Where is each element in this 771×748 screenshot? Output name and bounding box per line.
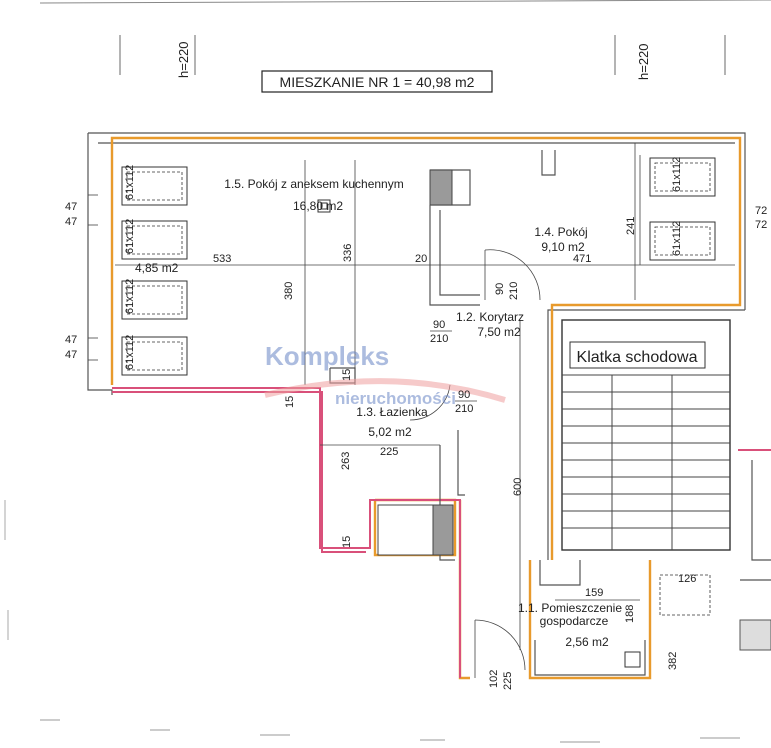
room-1-3-area: 5,02 m2	[368, 425, 412, 439]
dim-72a: 72	[755, 205, 767, 217]
door-2-width: 90	[433, 319, 445, 331]
watermark-line2: nieruchomości	[335, 389, 456, 408]
svg-text:61x112: 61x112	[124, 279, 136, 314]
svg-text:61x112: 61x112	[124, 219, 136, 254]
dim-225: 225	[380, 446, 398, 458]
height-marker-right: h=220	[614, 35, 726, 80]
door-swings	[409, 249, 541, 678]
svg-text:61x112: 61x112	[671, 157, 683, 192]
dim-382: 382	[667, 652, 679, 670]
room-1-3-name: 1.3. Łazienka	[356, 405, 428, 419]
door-3-width: 90	[458, 389, 470, 401]
dim-241: 241	[625, 217, 637, 235]
dim-72b: 72	[755, 219, 767, 231]
height-label-right: h=220	[636, 43, 651, 80]
dim-20: 20	[415, 253, 427, 265]
balcony-area: 4,85 m2	[135, 261, 179, 275]
plan-title: MIESZKANIE NR 1 = 40,98 m2	[280, 74, 475, 90]
dim-47c: 47	[65, 334, 77, 346]
windows-left: 61x112 61x112 61x112 61x112	[121, 165, 188, 376]
room-1-2-area: 7,50 m2	[477, 325, 521, 339]
dim-336: 336	[342, 244, 354, 262]
dim-15b: 15	[341, 369, 353, 381]
interior-walls	[317, 143, 646, 676]
dim-15a: 15	[284, 396, 296, 408]
dim-600: 600	[512, 478, 524, 496]
dim-263: 263	[340, 452, 352, 470]
room-1-2-name: 1.2. Korytarz	[456, 310, 524, 324]
dim-380: 380	[283, 282, 295, 300]
dim-15c: 15	[341, 536, 353, 548]
dim-225b: 225	[502, 672, 514, 690]
dim-102: 102	[488, 670, 500, 688]
dim-126: 126	[678, 573, 696, 585]
height-marker-left: h=220	[119, 35, 196, 78]
neighbor-structures	[738, 449, 771, 651]
door-2-height: 210	[430, 333, 448, 345]
watermark-line1: Kompleks	[265, 341, 389, 371]
dim-533: 533	[213, 253, 231, 265]
dim-471: 471	[573, 253, 591, 265]
outer-walls	[87, 132, 746, 560]
windows-right: 61x112 61x112	[649, 157, 716, 616]
watermark-arc	[264, 378, 506, 403]
dim-47a: 47	[65, 201, 77, 213]
apartment-outline	[110, 136, 742, 560]
dim-47d: 47	[65, 349, 77, 361]
dimension-lines	[115, 155, 735, 650]
room-1-5-area: 16,80 m2	[293, 199, 343, 213]
watermark: Kompleks nieruchomości	[264, 341, 506, 408]
door-1-height: 210	[508, 282, 520, 300]
svg-text:61x112: 61x112	[124, 335, 136, 370]
storage-outline	[528, 560, 652, 680]
outline-segment	[458, 500, 470, 680]
title-box: MIESZKANIE NR 1 = 40,98 m2	[261, 70, 493, 93]
door-1-width: 90	[494, 283, 506, 295]
room-1-1-name-line2: gospodarcze	[540, 614, 609, 628]
scan-marks	[4, 500, 740, 743]
room-1-4-area: 9,10 m2	[541, 240, 585, 254]
height-label-left: h=220	[176, 41, 191, 78]
dim-159: 159	[585, 587, 603, 599]
svg-text:61x112: 61x112	[124, 165, 136, 200]
stairwell-label: Klatka schodowa	[577, 349, 698, 366]
scan-edge	[39, 0, 771, 4]
dim-188: 188	[624, 605, 636, 623]
room-1-1-area: 2,56 m2	[565, 635, 609, 649]
stairwell: Klatka schodowa	[561, 319, 731, 551]
svg-text:61x112: 61x112	[671, 221, 683, 256]
room-1-1-name-line1: 1.1. Pomieszczenie	[518, 601, 622, 615]
dim-47b: 47	[65, 216, 77, 228]
door-3-height: 210	[455, 403, 473, 415]
room-1-4-name: 1.4. Pokój	[534, 225, 587, 239]
pink-walls	[112, 387, 461, 678]
room-1-5-name: 1.5. Pokój z aneksem kuchennym	[224, 177, 403, 191]
